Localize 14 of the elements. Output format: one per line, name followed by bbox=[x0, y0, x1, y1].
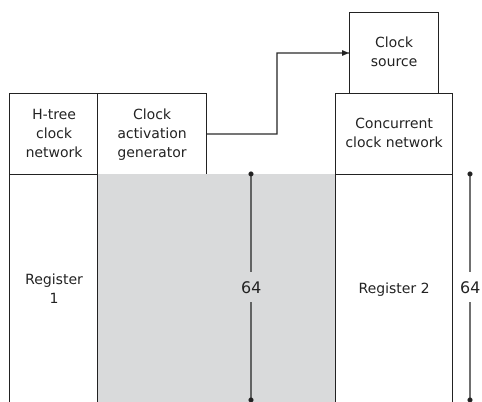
block-label: Clock source bbox=[370, 34, 418, 72]
block-label: Register 1 bbox=[24, 270, 84, 308]
block bbox=[335, 93, 453, 175]
block bbox=[9, 93, 99, 175]
block bbox=[97, 93, 207, 175]
block-label: Clock activation generator bbox=[116, 106, 188, 162]
arrow bbox=[207, 50, 349, 135]
block bbox=[349, 12, 439, 94]
shaded-column bbox=[97, 174, 336, 402]
block-label: H-tree clock network bbox=[24, 106, 84, 162]
dimension-label: 64 bbox=[240, 278, 262, 296]
block-label: Register 2 bbox=[358, 280, 430, 299]
block-label: Concurrent clock network bbox=[344, 115, 444, 153]
dimension-label: 64 bbox=[459, 278, 482, 296]
